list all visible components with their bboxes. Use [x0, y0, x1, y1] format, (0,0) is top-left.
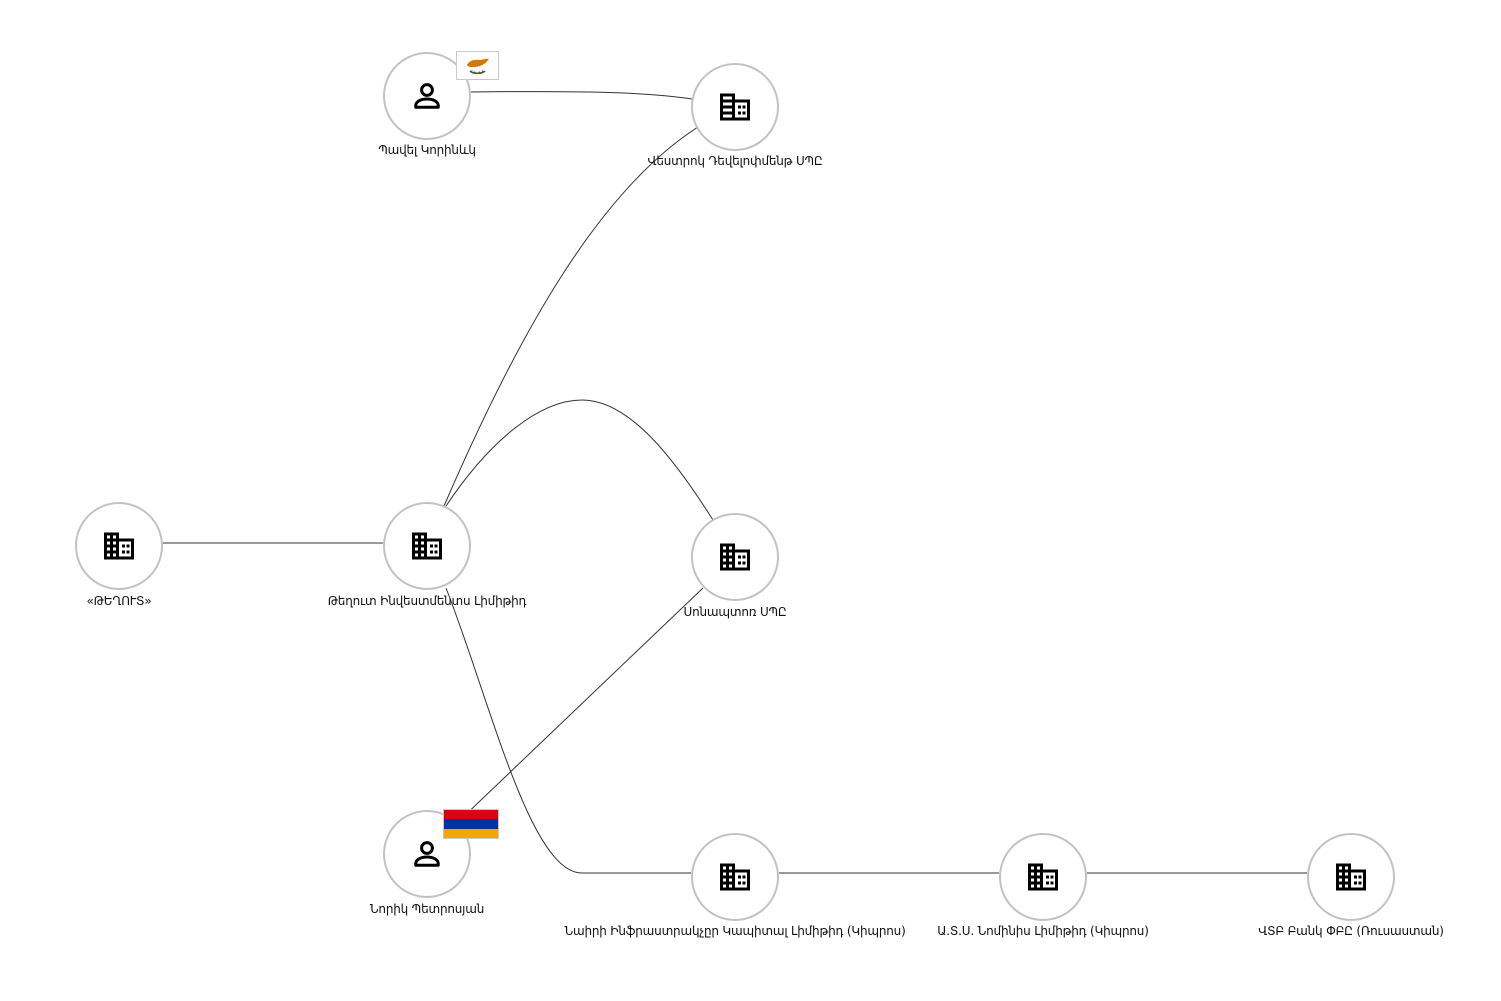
- node-label-pavel: Պավել Կորինևկ: [378, 143, 476, 157]
- node-label-nairi: Նաիրի Ինֆրաստրակչըր Կապիտալ Լիմիթիդ (Կիպ…: [564, 924, 906, 938]
- building-icon: [720, 543, 750, 571]
- edge-n4-n2: [443, 126, 699, 507]
- node-label-teghut-investments: Թեղուտ Ինվեստմենտս Լիմիթիդ: [327, 594, 527, 608]
- building-icon: [1028, 863, 1058, 891]
- node-label-ats-nominees: Ա.Տ.Ս. Նոմինիս Լիմիթիդ (Կիպրոս): [937, 924, 1149, 938]
- company-node-vtb-bank[interactable]: [1307, 833, 1395, 921]
- node-label-sonaptor: Սոնապտոռ ՍՊԸ: [683, 605, 787, 619]
- armenia-flag: [443, 809, 499, 839]
- node-label-norik: Նորիկ Պետրոսյան: [369, 902, 485, 916]
- company-node-teghut[interactable]: [75, 502, 163, 590]
- node-label-vtb-bank: ՎՏԲ Բանկ ՓԲԸ (Ռուսաստան): [1258, 924, 1444, 938]
- company-node-nairi[interactable]: [691, 833, 779, 921]
- edge-n4-n5: [445, 399, 714, 521]
- person-icon: [414, 841, 440, 867]
- node-label-teghut: «ԹԵՂՈՒՏ»: [86, 594, 152, 608]
- company-node-vestrok[interactable]: [691, 63, 779, 151]
- edge-n4-n7: [445, 587, 691, 874]
- company-node-ats-nominees[interactable]: [999, 833, 1087, 921]
- building-icon: [720, 93, 750, 121]
- company-node-teghut-investments[interactable]: [383, 502, 471, 590]
- company-node-sonaptor[interactable]: [691, 513, 779, 601]
- person-icon: [414, 83, 440, 109]
- edge-n6-n5: [457, 587, 704, 823]
- node-label-vestrok: Վեստրոկ Դեվելոփմենթ ՍՊԸ: [647, 154, 823, 168]
- building-icon: [104, 532, 134, 560]
- edge-n1-n2: [470, 91, 693, 100]
- building-icon: [1336, 863, 1366, 891]
- building-icon: [720, 863, 750, 891]
- cyprus-flag: [456, 51, 499, 80]
- building-icon: [412, 532, 442, 560]
